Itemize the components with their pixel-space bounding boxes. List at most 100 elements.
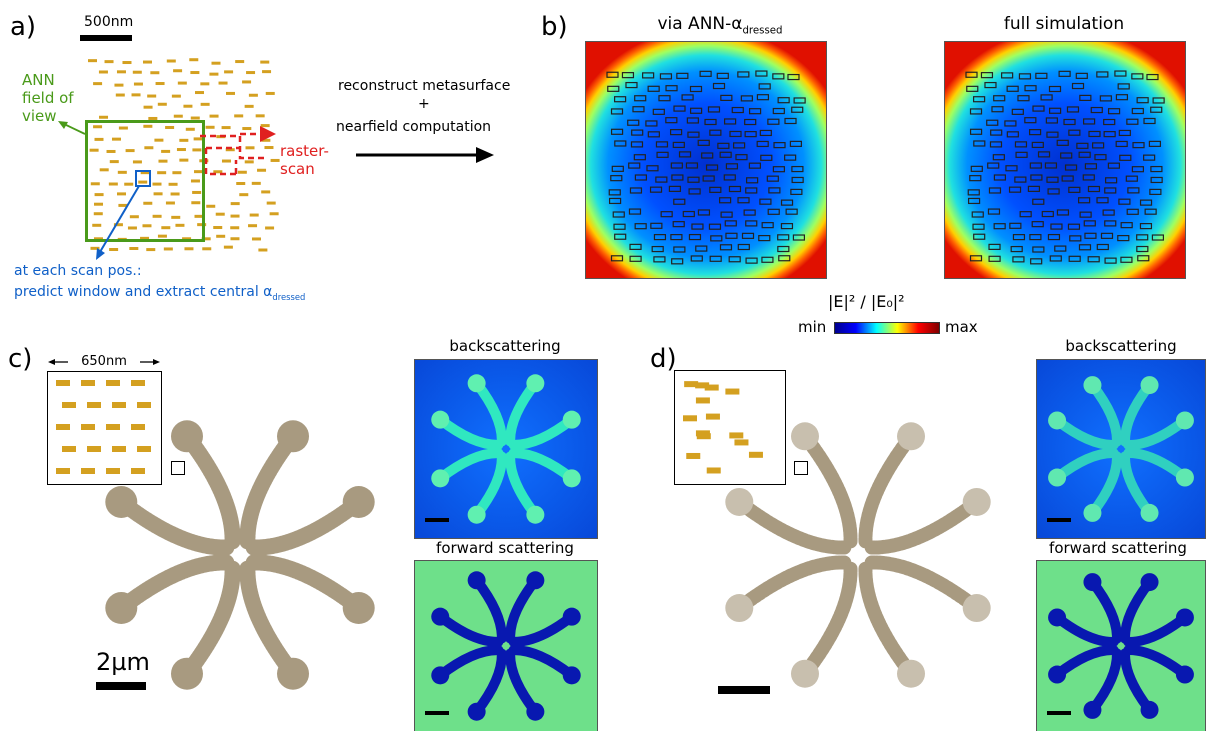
nanorod — [200, 102, 210, 106]
cross-arm-ball — [1083, 573, 1102, 592]
nanorod-outline — [1071, 82, 1085, 90]
nanorod-outline — [685, 162, 699, 169]
nanorod — [262, 70, 272, 74]
nanorod-outline — [709, 186, 722, 193]
scan-text-line-1: at each scan pos.: — [14, 263, 142, 279]
nanorod — [211, 61, 221, 65]
cross-arm-ball — [1048, 665, 1067, 684]
nanorod-outline — [1004, 120, 1017, 127]
nanorod-outline — [1136, 97, 1149, 104]
nanorod — [152, 182, 162, 186]
nanorod — [137, 446, 151, 452]
cross-arm — [732, 555, 852, 616]
nanorod-outline — [1087, 185, 1101, 193]
nanorod — [183, 104, 193, 108]
nanorod-outline — [1148, 140, 1161, 147]
nanorod — [173, 114, 183, 118]
nanorod — [236, 182, 246, 186]
nanorod — [734, 439, 749, 446]
nanorod — [182, 237, 192, 241]
nanorod-outline — [729, 130, 742, 138]
nanorod-outline — [1058, 70, 1071, 77]
nanorod-outline — [699, 70, 712, 77]
nanorod — [244, 104, 254, 108]
scattering-cross-pattern — [425, 374, 581, 524]
nanorod-outline — [1066, 106, 1080, 113]
map-c-forward-scattering — [414, 560, 598, 731]
nanorod — [175, 223, 185, 227]
nanorod-outline — [1068, 129, 1081, 136]
nanorod-outline — [1120, 222, 1133, 229]
nanorod-outline — [1035, 72, 1048, 79]
panel-d-label: d) — [650, 344, 677, 374]
nanorod-outline — [1078, 197, 1091, 204]
map-b-left-title-sub: dressed — [742, 25, 783, 37]
nanorod-outline — [1078, 244, 1092, 251]
nanorod — [137, 402, 151, 408]
cross-arm — [1087, 577, 1122, 644]
nanorod — [143, 201, 153, 205]
nanorod — [81, 424, 95, 430]
nanorod-outline — [689, 107, 703, 114]
nanorod-outline — [702, 175, 715, 182]
nanorod-outline — [687, 176, 700, 183]
nanorod-outline — [731, 106, 744, 114]
nanorod-outline — [1017, 95, 1030, 102]
nanorod-outline — [688, 233, 702, 241]
nanorod — [239, 193, 249, 197]
scale-bar-d — [718, 686, 770, 694]
nanorod-outline — [761, 256, 774, 263]
cross-arm-ball — [562, 666, 581, 685]
cross-arm-ball — [725, 487, 754, 516]
nanorod-outline — [1047, 233, 1061, 241]
nanorod-outline — [745, 187, 758, 194]
nanorod-outline — [1087, 256, 1100, 263]
nanorod — [200, 82, 210, 86]
nanorod-outline — [1096, 197, 1109, 204]
nanorod-outline — [789, 140, 802, 147]
nanorod-outline — [1105, 177, 1118, 184]
nanorod-outline — [627, 119, 640, 126]
nanorod-outline — [755, 70, 768, 77]
cross-arm-ball — [897, 422, 926, 451]
nanorod — [138, 180, 148, 184]
nanorod — [194, 214, 204, 218]
nanorod-outline — [673, 105, 686, 112]
nanorod-outline — [650, 222, 663, 229]
nanorod-outline — [772, 107, 785, 115]
nanorod — [109, 248, 119, 252]
nanorod — [246, 71, 256, 75]
nanorod-outline — [719, 197, 732, 204]
nanorod-outline — [1137, 255, 1150, 262]
nanorod-outline — [1069, 235, 1082, 242]
nanorod — [165, 201, 175, 205]
cross-arm-ball — [467, 505, 486, 524]
map-b-left-title: via ANN-αdressed — [620, 14, 820, 36]
nanorod-outline — [629, 243, 642, 250]
nanorod — [195, 91, 205, 95]
nanorod — [704, 384, 719, 391]
nanorod-outline — [737, 243, 750, 251]
nanorod — [270, 158, 280, 162]
nanorod — [93, 125, 103, 129]
nanorod — [190, 116, 200, 120]
nanorod — [686, 452, 701, 459]
scattering-cross-pattern — [1047, 376, 1194, 522]
nanorod — [94, 193, 104, 197]
nanorod-outline — [987, 208, 1001, 215]
nanorod-outline — [1150, 176, 1163, 184]
nanorod-outline — [676, 72, 689, 79]
nanorod — [56, 380, 70, 386]
nanorod — [201, 237, 211, 241]
nanorod — [118, 203, 128, 207]
nanorod — [142, 224, 152, 228]
nanorod — [230, 237, 240, 241]
nanorod — [143, 124, 153, 128]
nanorod-outline — [780, 223, 794, 230]
nanorod — [140, 236, 150, 240]
panel-a-label: a) — [10, 12, 37, 42]
scale-bar-c — [96, 682, 146, 690]
nanorod-outline — [1152, 97, 1165, 104]
